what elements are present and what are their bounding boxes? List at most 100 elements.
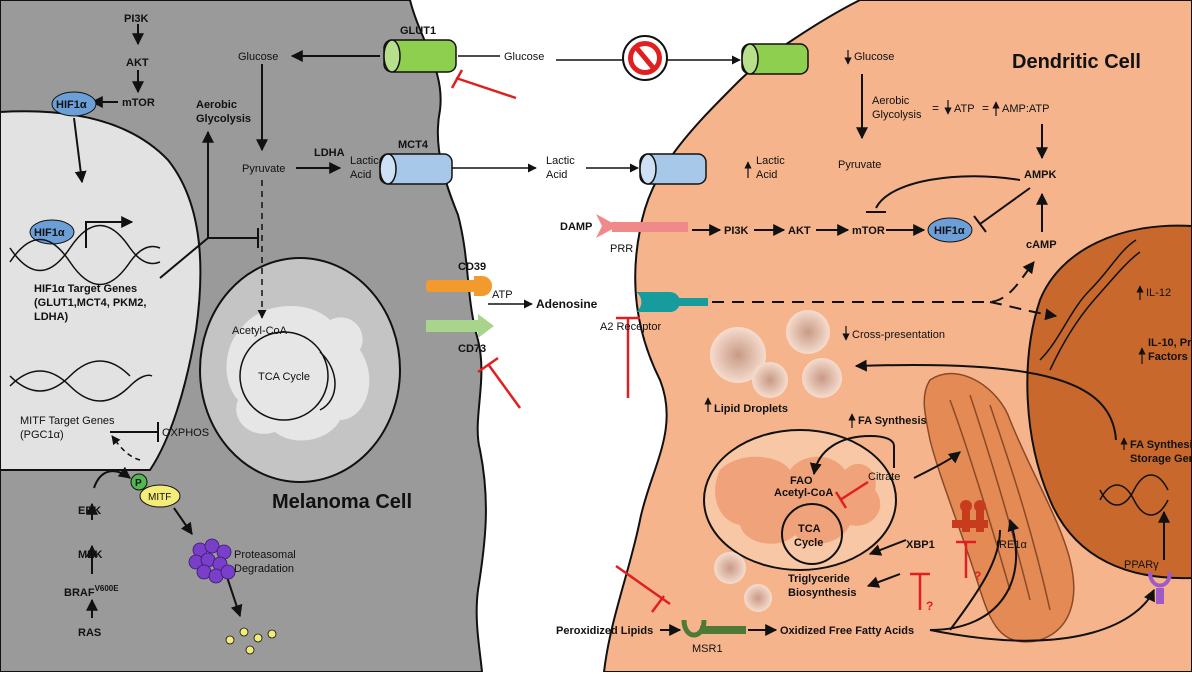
- fa-storage-line1: FA Synthesis,: [1130, 439, 1192, 451]
- melanoma-tca: TCA Cycle: [258, 371, 310, 383]
- mitf-targets-line1: MITF Target Genes: [20, 415, 115, 427]
- dendritic-nucleus: [1026, 224, 1192, 580]
- a2-receptor: [636, 292, 708, 312]
- melanoma-glucose: Glucose: [238, 51, 278, 63]
- ras-label: RAS: [78, 627, 101, 639]
- erk-label: ERK: [78, 505, 101, 517]
- question-mark-1: ?: [926, 599, 933, 613]
- dc-tca-line1: TCA: [798, 523, 821, 535]
- lipid-droplet: [752, 362, 788, 398]
- dc-akt: AKT: [788, 225, 811, 237]
- braf-label: BRAFV600E: [64, 584, 119, 599]
- melanoma-hif1a-label: HIF1α: [56, 99, 87, 111]
- mek-label: MEK: [78, 549, 103, 561]
- mitf-to-targets-arrow: [111, 435, 141, 461]
- cd73-enzyme: [426, 314, 494, 338]
- melanoma-dna-helix-1: [9, 224, 161, 286]
- dc-hif1a-oval: [927, 217, 973, 243]
- dc-glucose: Glucose: [854, 51, 894, 63]
- red-inhibition-lines: [450, 69, 976, 613]
- dc-aerobic-line2: Glycolysis: [872, 109, 922, 121]
- mitf-label: MITF: [148, 492, 171, 503]
- tca-cycle-ring-melanoma: [239, 331, 329, 421]
- prr-label: PRR: [610, 243, 633, 255]
- melanoma-mitochondrion-cristae: [226, 306, 370, 441]
- lipid-droplet: [710, 327, 766, 383]
- hif-targets-line3: LDHA): [34, 311, 69, 323]
- dc-eq1: =: [932, 101, 939, 115]
- ire1a-label: IRE1α: [996, 539, 1027, 551]
- fa-synthesis-label: FA Synthesis: [858, 415, 927, 427]
- ampk-inhibitions: [866, 175, 1031, 233]
- glut1-label: GLUT1: [400, 25, 436, 37]
- melanoma-lactic-line2: Acid: [350, 169, 371, 181]
- hif-targets-line2: (GLUT1,MCT4, PKM2,: [34, 297, 146, 309]
- tg-line1: Triglyceride: [788, 573, 850, 585]
- cd73-label: CD73: [458, 343, 486, 355]
- lipid-droplet: [802, 358, 842, 398]
- peroxidized-lipids: Peroxidized Lipids: [556, 625, 653, 637]
- a2-receptor-label: A2 Receptor: [600, 321, 661, 333]
- cross-presentation: Cross-presentation: [852, 329, 945, 341]
- glut1-transporter: [383, 39, 457, 73]
- melanoma-pyruvate: Pyruvate: [242, 163, 285, 175]
- melanoma-acetyl-coa: Acetyl-CoA: [232, 325, 288, 337]
- hif1a-nucleus-oval: [29, 219, 75, 245]
- dc-glucose-transporter: [741, 43, 809, 75]
- dc-tca-ring: [781, 503, 843, 565]
- phospho-label: P: [135, 478, 142, 489]
- a2-to-camp-arrow: [712, 261, 1035, 303]
- tca-cycle-arc-melanoma: [319, 351, 336, 411]
- melanoma-akt: AKT: [126, 57, 149, 69]
- dc-pyruvate: Pyruvate: [838, 159, 881, 171]
- question-mark-2: ?: [974, 569, 981, 583]
- proteasomal-line2: Degradation: [234, 563, 294, 575]
- lipid-droplet: [714, 552, 746, 584]
- dendritic-title: Dendritic Cell: [1012, 51, 1141, 73]
- dc-lactic-line2: Acid: [756, 169, 777, 181]
- hif-targets-line1: HIF1α Target Genes: [34, 283, 137, 295]
- tg-line2: Biosynthesis: [788, 587, 856, 599]
- damp-label: DAMP: [560, 221, 592, 233]
- ldha-label: LDHA: [314, 147, 345, 159]
- dc-lactic-line1: Lactic: [756, 155, 785, 167]
- dc-eq2: =: [982, 101, 989, 115]
- dc-atp: ATP: [954, 103, 975, 115]
- melanoma-inhibition-lines: [110, 228, 259, 442]
- fa-storage-line2: Storage Genes: [1130, 453, 1192, 465]
- melanoma-dna-helix-2: [9, 360, 153, 402]
- pparg-label: PPARγ: [1124, 559, 1159, 571]
- melanoma-nucleus: [0, 110, 202, 471]
- il10-line2: Factors: [1148, 351, 1188, 363]
- adenosine-label: Adenosine: [536, 297, 598, 311]
- ext-glucose: Glucose: [504, 51, 544, 63]
- dc-lactate-transporter: [639, 153, 707, 185]
- pparg-receptor: [1148, 571, 1172, 604]
- msr1-receptor: [681, 619, 746, 638]
- cd39-label: CD39: [458, 261, 486, 273]
- melanoma-aerobic-line2: Glycolysis: [196, 113, 251, 125]
- dc-acetyl-coa: Acetyl-CoA: [774, 487, 833, 499]
- ampk-label: AMPK: [1024, 169, 1056, 181]
- msr1-label: MSR1: [692, 643, 723, 655]
- prr-receptor: [596, 214, 688, 238]
- blocked-icon: [622, 35, 668, 81]
- oxphos-label: OXPHOS: [162, 427, 209, 439]
- ext-lactic-line1: Lactic: [546, 155, 575, 167]
- proteasomal-line1: Proteasomal: [234, 549, 296, 561]
- oxidized-ffa: Oxidized Free Fatty Acids: [780, 625, 914, 637]
- melanoma-hif1a-nucleus-label: HIF1α: [34, 227, 65, 239]
- mitf-targets-line2: (PGC1α): [20, 429, 64, 441]
- phospho-circle: [130, 473, 148, 491]
- ext-atp: ATP: [492, 289, 513, 301]
- dc-pi3k: PI3K: [724, 225, 749, 237]
- mct4-label: MCT4: [398, 139, 429, 151]
- melanoma-pi3k: PI3K: [124, 13, 149, 25]
- ext-lactic-line2: Acid: [546, 169, 567, 181]
- dc-tca-line2: Cycle: [794, 537, 823, 549]
- il12-label: IL-12: [1146, 287, 1171, 299]
- dc-aerobic-line1: Aerobic: [872, 95, 910, 107]
- melanoma-arrows: [73, 24, 380, 618]
